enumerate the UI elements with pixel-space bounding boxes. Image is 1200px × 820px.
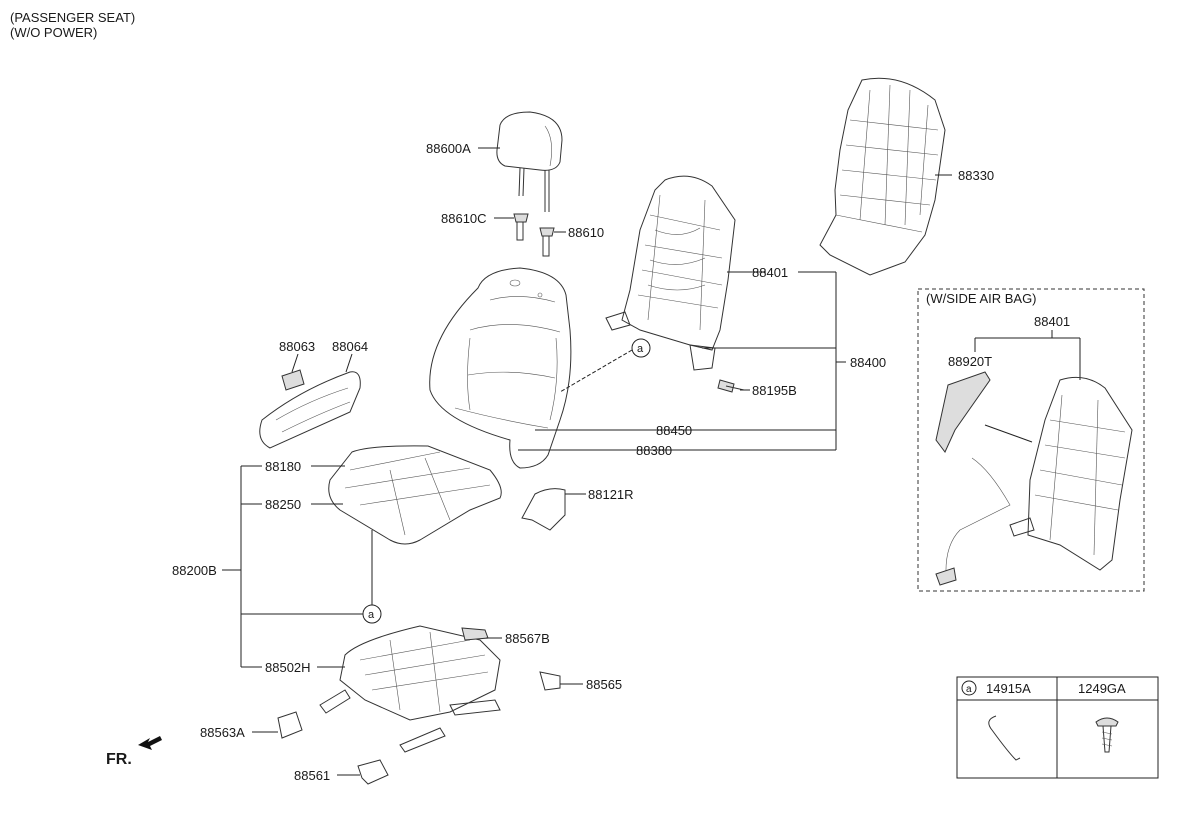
seat-back-frame-drawing xyxy=(605,175,736,371)
part-labels: 88600A 88610C 88610 88330 88401 88400 88… xyxy=(106,141,1126,783)
label-88610[interactable]: 88610 xyxy=(568,225,604,240)
label-88400[interactable]: 88400 xyxy=(850,355,886,370)
airbag-inset-box xyxy=(917,288,1145,592)
label-88180[interactable]: 88180 xyxy=(265,459,301,474)
label-88330[interactable]: 88330 xyxy=(958,168,994,183)
label-88567B[interactable]: 88567B xyxy=(505,631,550,646)
headrest-drawing xyxy=(496,111,563,212)
back-panel-drawing xyxy=(819,77,946,276)
label-88195B[interactable]: 88195B xyxy=(752,383,797,398)
front-arrow-icon xyxy=(138,736,162,750)
label-88064[interactable]: 88064 xyxy=(332,339,368,354)
label-88063[interactable]: 88063 xyxy=(279,339,315,354)
callout-a-cushion xyxy=(362,530,382,624)
screw-icon xyxy=(1095,717,1119,753)
label-88565[interactable]: 88565 xyxy=(586,677,622,692)
guide-drawings xyxy=(513,213,555,257)
header-line-1: (PASSENGER SEAT) xyxy=(10,10,136,25)
front-label: FR. xyxy=(106,751,132,768)
header-line-2: (W/O POWER) xyxy=(10,25,98,40)
legend-marker-a: a xyxy=(966,684,972,695)
callout-a-back xyxy=(559,338,651,393)
legend-col-14915A[interactable]: 14915A xyxy=(986,681,1031,696)
label-88563A[interactable]: 88563A xyxy=(200,725,245,740)
label-88561[interactable]: 88561 xyxy=(294,768,330,783)
label-88450[interactable]: 88450 xyxy=(656,423,692,438)
label-88250[interactable]: 88250 xyxy=(265,497,301,512)
seat-cushion-drawing xyxy=(328,445,502,545)
knobs-drawing xyxy=(259,369,361,449)
wire-clip-icon xyxy=(988,715,1021,761)
label-88380[interactable]: 88380 xyxy=(636,443,672,458)
label-88610C[interactable]: 88610C xyxy=(441,211,487,226)
seat-back-drawing xyxy=(429,267,572,469)
callout-a-back-label: a xyxy=(637,343,644,355)
bracket-88400 xyxy=(518,272,846,451)
label-airbag-88401[interactable]: 88401 xyxy=(1034,314,1070,329)
airbag-box-title: (W/SIDE AIR BAG) xyxy=(926,291,1037,306)
label-88200B[interactable]: 88200B xyxy=(172,563,217,578)
label-88401[interactable]: 88401 xyxy=(752,265,788,280)
legend-table xyxy=(956,676,1159,779)
bracket-88200B xyxy=(222,465,363,668)
track-covers-drawing xyxy=(277,627,561,785)
leader-88064 xyxy=(345,353,353,373)
leader-88063 xyxy=(291,353,299,373)
bolt-drawing xyxy=(717,379,745,393)
label-88502H[interactable]: 88502H xyxy=(265,660,311,675)
cover-121r-drawing xyxy=(521,488,566,531)
callout-a-cushion-label: a xyxy=(368,609,375,621)
label-88920T[interactable]: 88920T xyxy=(948,354,992,369)
label-88121R[interactable]: 88121R xyxy=(588,487,634,502)
cushion-frame-drawing xyxy=(319,625,501,753)
label-88600A[interactable]: 88600A xyxy=(426,141,471,156)
legend-col-1249GA[interactable]: 1249GA xyxy=(1078,681,1126,696)
